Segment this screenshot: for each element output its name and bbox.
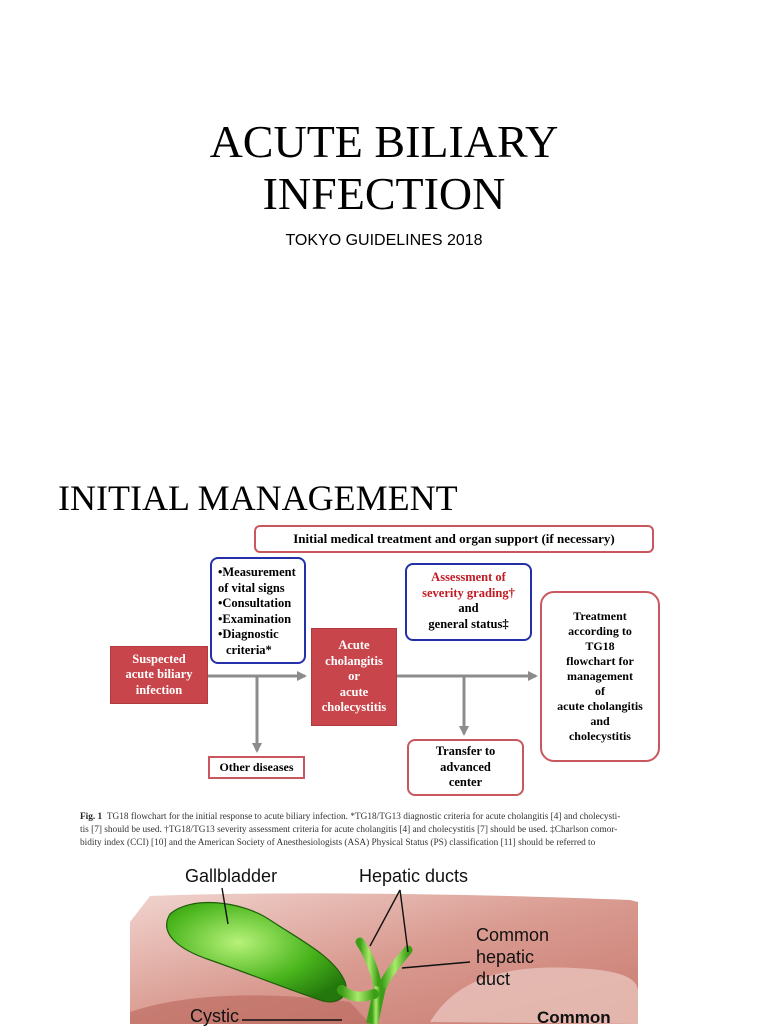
acute-line: acute bbox=[339, 684, 369, 699]
treatment-line: and bbox=[590, 714, 610, 728]
assessment-line: Assessment of bbox=[431, 570, 506, 584]
treatment-line: TG18 bbox=[585, 639, 615, 653]
assessment-line: severity grading† bbox=[422, 585, 515, 600]
biliary-anatomy-illustration bbox=[130, 887, 638, 1024]
gallbladder-shape bbox=[166, 901, 347, 1003]
transfer-line: Transfer to bbox=[435, 744, 496, 759]
treatment-line: Treatment bbox=[573, 609, 627, 623]
label-hepatic-ducts: Hepatic ducts bbox=[359, 866, 469, 886]
figure-caption: Fig. 1 TG18 flowchart for the initial re… bbox=[80, 811, 680, 850]
section-heading: INITIAL MANAGEMENT bbox=[58, 478, 458, 518]
caption-line: tis [7] should be used. †TG18/TG13 sever… bbox=[80, 825, 618, 835]
severity-assessment-box: Assessment of severity grading† and gene… bbox=[405, 563, 532, 641]
initial-treatment-banner: Initial medical treatment and organ supp… bbox=[254, 525, 654, 553]
suspected-line: infection bbox=[135, 682, 183, 697]
vitals-line: of vital signs bbox=[218, 580, 285, 595]
other-diseases-box: Other diseases bbox=[208, 756, 305, 779]
vitals-line: •Measurement bbox=[218, 565, 296, 579]
treatment-line: flowchart for bbox=[566, 654, 634, 668]
treatment-line: cholecystitis bbox=[568, 729, 631, 743]
label-common-hepatic-duct-line: Common bbox=[476, 925, 550, 945]
vitals-line: •Diagnostic bbox=[218, 627, 279, 641]
acute-line: Acute bbox=[338, 638, 370, 653]
acute-line: cholecystitis bbox=[321, 700, 387, 715]
transfer-line: advanced bbox=[440, 759, 491, 774]
suspected-line: Suspected bbox=[132, 651, 186, 666]
vitals-line: •Examination bbox=[218, 611, 292, 626]
slide-title-line2: INFECTION bbox=[262, 168, 506, 219]
caption-line: bidity index (CCI) [10] and the American… bbox=[80, 838, 596, 848]
transfer-line: center bbox=[448, 775, 483, 790]
slide-subtitle: TOKYO GUIDELINES 2018 bbox=[285, 232, 483, 249]
vitals-line: criteria* bbox=[226, 642, 272, 657]
label-cystic: Cystic bbox=[190, 1006, 239, 1026]
transfer-box: Transfer to advanced center bbox=[407, 739, 524, 796]
treatment-box: Treatment according to TG18 flowchart fo… bbox=[540, 591, 660, 762]
label-common-hepatic-duct: Common hepatic duct bbox=[476, 924, 549, 990]
suspected-line: acute biliary bbox=[125, 667, 193, 682]
treatment-line: management bbox=[566, 669, 633, 683]
label-common-hepatic-duct-line: duct bbox=[476, 969, 511, 989]
slide-title-line1: ACUTE BILIARY bbox=[209, 116, 559, 167]
caption-label: Fig. 1 bbox=[80, 812, 103, 822]
label-common-hepatic-duct-line: hepatic bbox=[476, 947, 535, 967]
treatment-line: of bbox=[594, 684, 605, 698]
acute-cholangitis-box: Acute cholangitis or acute cholecystitis bbox=[311, 628, 397, 726]
assessment-line: and bbox=[458, 601, 479, 615]
acute-line: or bbox=[348, 669, 360, 684]
vitals-box: •Measurement of vital signs •Consultatio… bbox=[210, 557, 306, 664]
suspected-infection-box: Suspected acute biliary infection bbox=[110, 646, 208, 704]
acute-line: cholangitis bbox=[325, 653, 383, 668]
caption-line: TG18 flowchart for the initial response … bbox=[106, 812, 621, 822]
label-common: Common bbox=[537, 1008, 611, 1027]
assessment-line: general status‡ bbox=[428, 616, 509, 631]
label-gallbladder: Gallbladder bbox=[185, 866, 278, 886]
treatment-line: acute cholangitis bbox=[557, 699, 643, 713]
treatment-line: according to bbox=[568, 624, 632, 638]
vitals-line: •Consultation bbox=[218, 596, 292, 610]
